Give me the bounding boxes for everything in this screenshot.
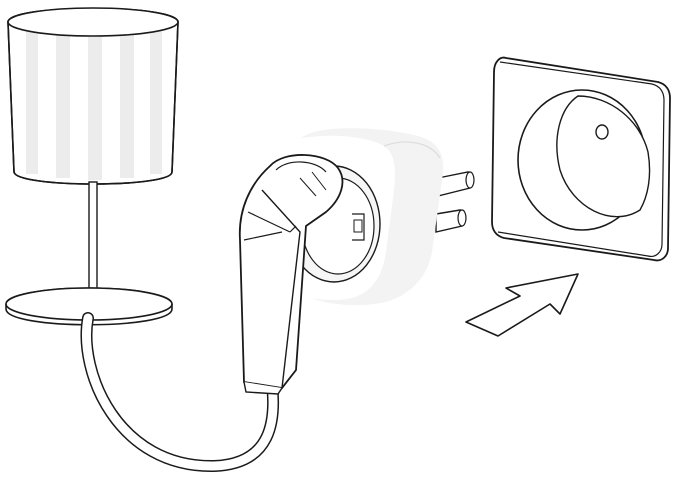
power-cord-icon (80, 312, 280, 473)
table-lamp-icon (5, 7, 179, 326)
insert-direction-arrow-icon (465, 273, 579, 337)
smart-plug-icon (238, 128, 475, 395)
plug-prongs (435, 171, 475, 233)
lamp-stem (88, 181, 98, 295)
wall-socket-icon (491, 56, 671, 262)
lamp-plug-head (238, 154, 344, 395)
lampshade (7, 7, 179, 185)
